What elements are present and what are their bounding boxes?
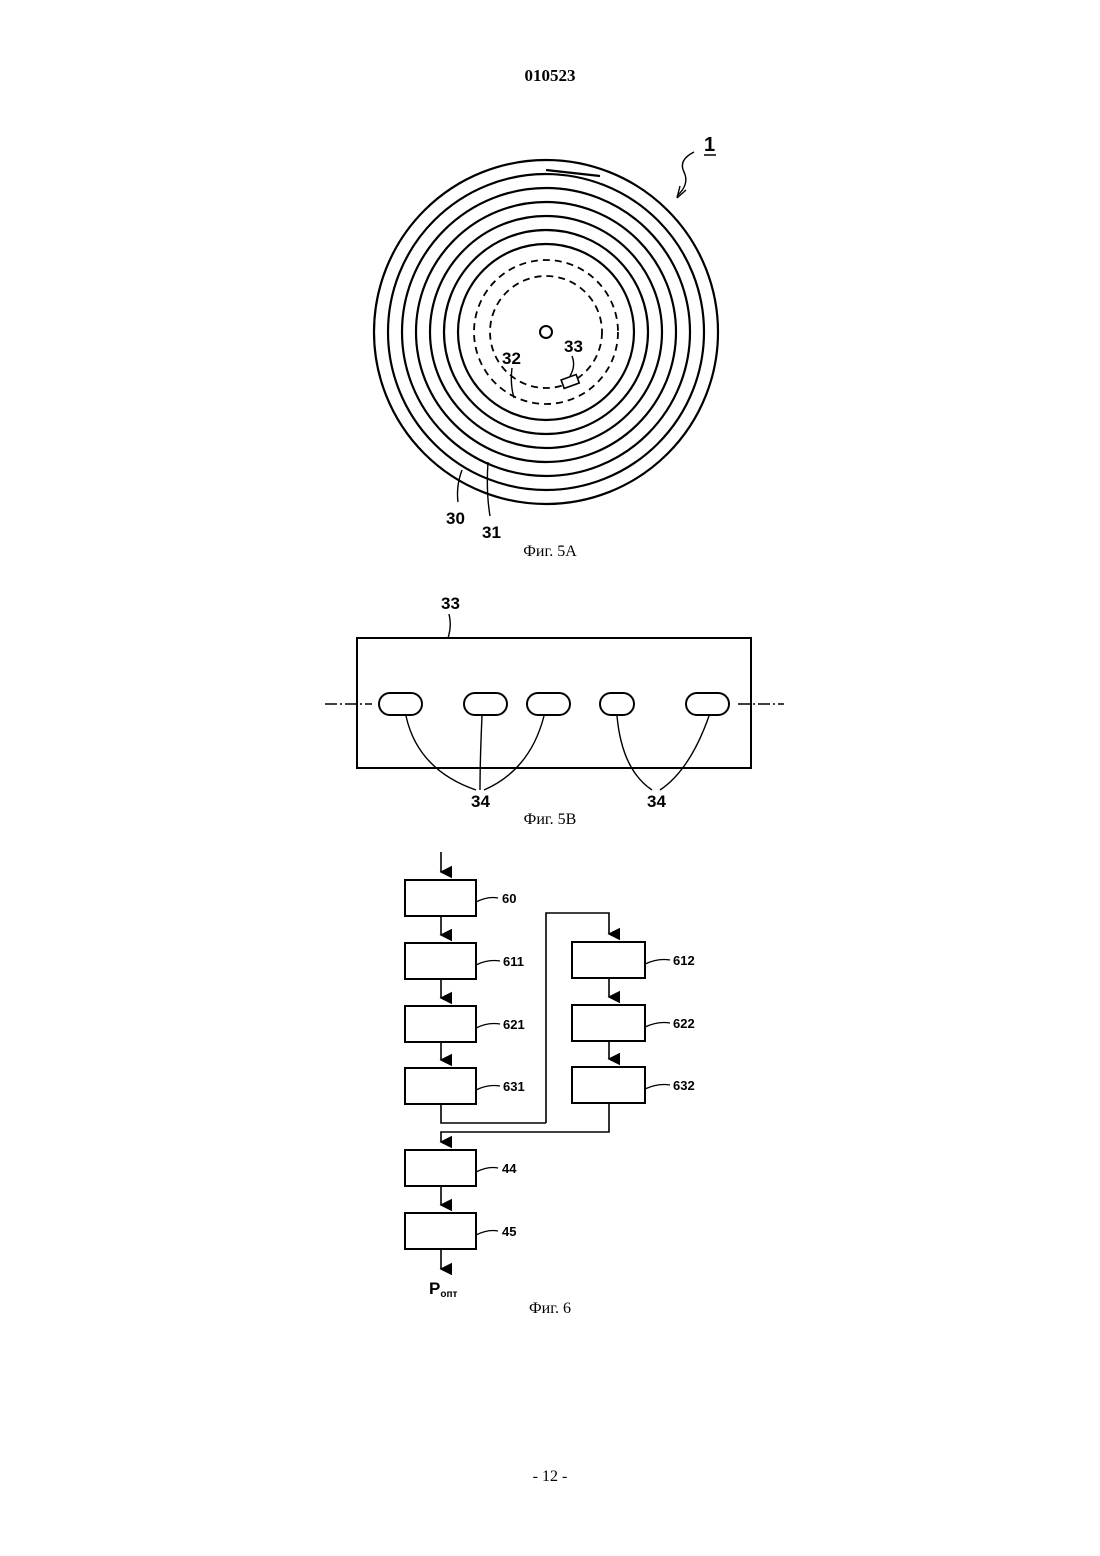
label-632: 632 [673, 1078, 695, 1093]
block-45 [405, 1213, 476, 1249]
block-44 [405, 1150, 476, 1186]
label-45: 45 [502, 1224, 516, 1239]
label-output: Pопт [429, 1279, 457, 1300]
page-number: - 12 - [0, 1468, 1100, 1486]
block-60 [405, 880, 476, 916]
label-612: 612 [673, 953, 695, 968]
block-622 [572, 1005, 645, 1041]
label-output-sub: опт [440, 1289, 457, 1300]
block-631 [405, 1068, 476, 1104]
label-621: 621 [503, 1017, 525, 1032]
block-621 [405, 1006, 476, 1042]
block-632 [572, 1067, 645, 1103]
label-622: 622 [673, 1016, 695, 1031]
label-611: 611 [503, 954, 524, 969]
caption-figure-6: Фиг. 6 [0, 1300, 1100, 1318]
label-60: 60 [502, 891, 516, 906]
label-631: 631 [503, 1079, 525, 1094]
block-612 [572, 942, 645, 978]
block-611 [405, 943, 476, 979]
figure-6-block-diagram: 60 611 621 631 612 622 632 44 45 Pопт [0, 0, 1100, 1320]
label-44: 44 [502, 1161, 517, 1176]
label-output-main: P [429, 1279, 440, 1298]
